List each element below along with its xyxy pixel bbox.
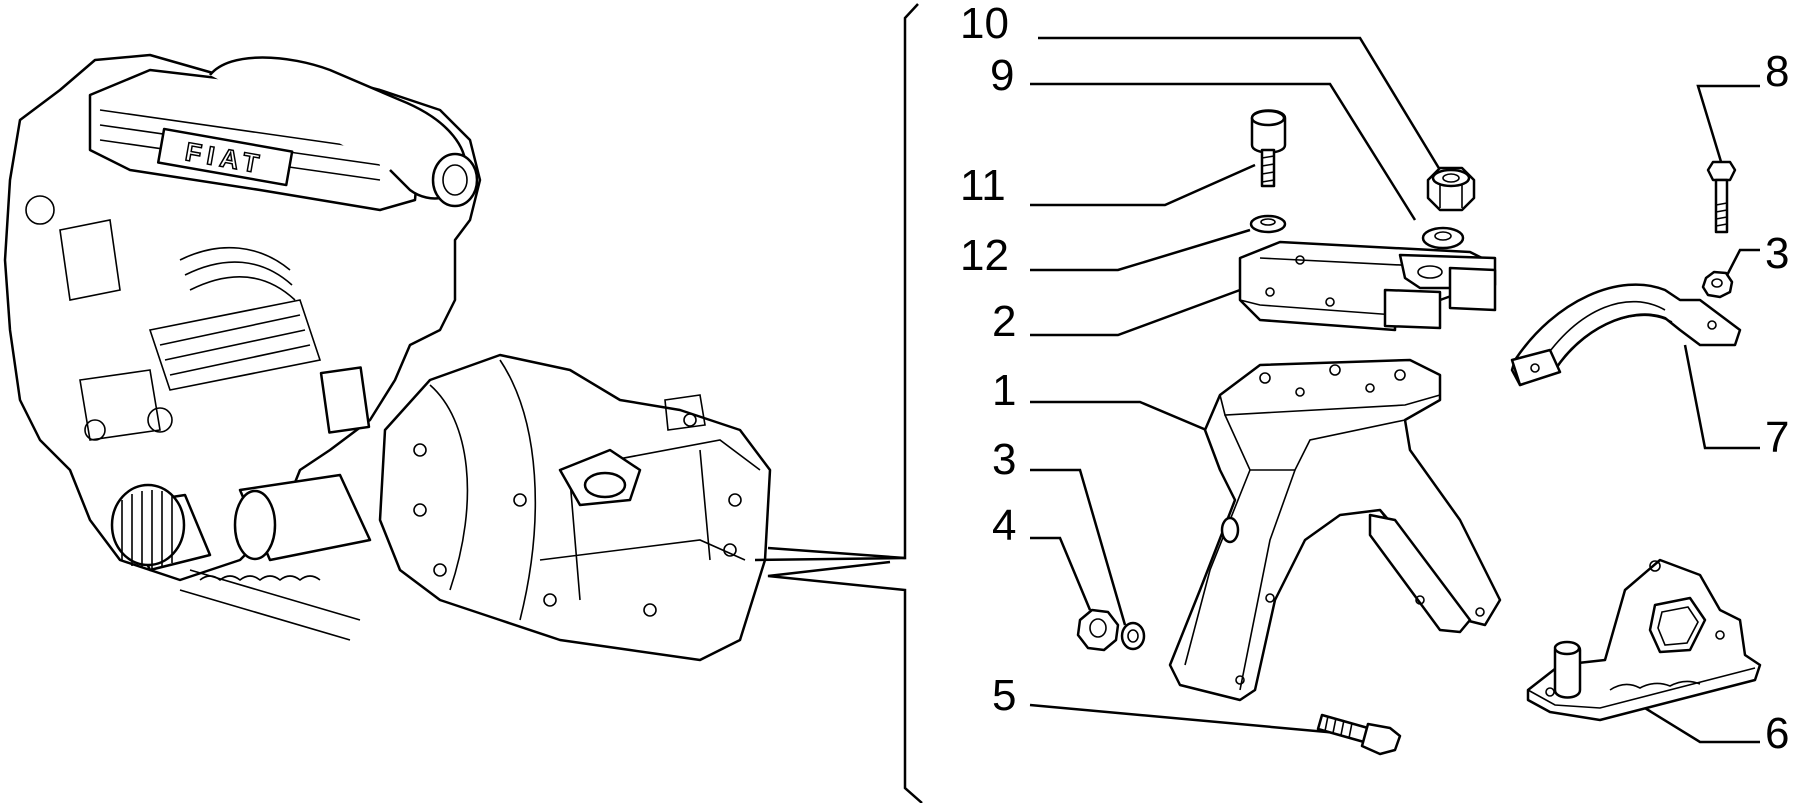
callout-3-left: 3 [992,435,1016,484]
callout-10: 10 [960,0,1009,48]
part-11-bolt [1250,109,1287,188]
part-3-nut-right [1701,270,1734,299]
callout-11: 11 [960,161,1006,210]
callout-12: 12 [960,231,1009,280]
callout-leader-lines [1029,36,1760,744]
callout-5: 5 [992,671,1016,720]
callout-1: 1 [992,366,1016,415]
mount-location-leaders [754,3,923,803]
part-7-strap [1510,283,1742,387]
part-12-washer [1249,214,1287,234]
callout-8: 8 [1765,47,1789,96]
part-4-nut [1076,608,1120,652]
part-9-washer [1421,226,1465,250]
part-3-washer-left [1120,621,1146,651]
part-6-rubber-mount [1526,558,1762,722]
callout-2: 2 [992,297,1016,346]
oil-filter [110,483,212,572]
part-8-bolt [1706,160,1737,234]
callout-6: 6 [1765,709,1789,758]
part-2-upper-bracket [1238,240,1497,332]
part-5-bolt [1316,713,1402,756]
callout-3-right: 3 [1765,229,1789,278]
callout-4: 4 [992,501,1016,550]
callout-labels: 10 9 11 12 2 1 3 4 5 8 3 7 6 [960,0,1789,758]
engine-gearbox-assembly: FIAT [3,53,772,662]
part-1-main-bracket [1168,358,1502,702]
callout-9: 9 [990,51,1014,100]
callout-7: 7 [1765,413,1789,462]
part-10-nut [1426,166,1476,212]
